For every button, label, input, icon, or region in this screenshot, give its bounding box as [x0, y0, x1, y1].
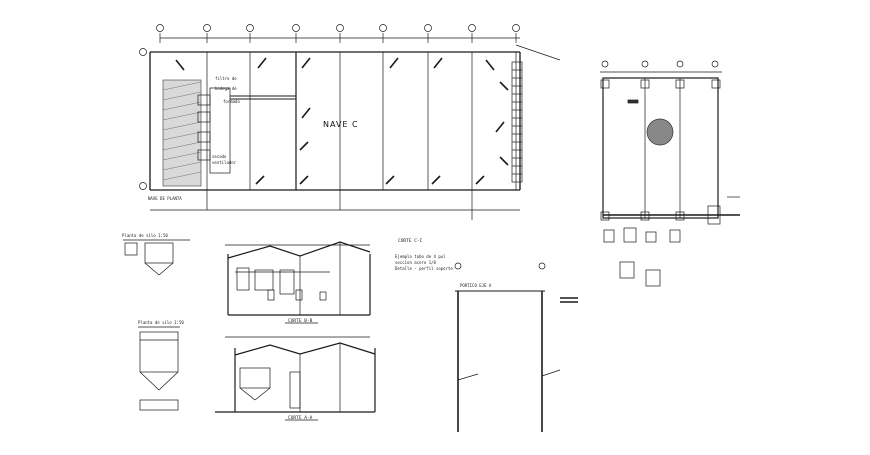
section-bb-label: CORTE B-B: [288, 318, 313, 324]
main-floor-plan: [139, 24, 561, 220]
portal-label: PORTICO EJE A: [460, 283, 492, 288]
plan-bottom-label: NAVE DE PLANTA: [148, 196, 182, 201]
stair-symbol: [511, 61, 523, 183]
portal-frame: [454, 262, 578, 432]
plan-note-4: secado: [212, 154, 227, 159]
section-b-b: [225, 241, 371, 324]
plan-title: NAVE C: [323, 120, 359, 129]
plan-note-5: ventilador: [212, 160, 237, 165]
grid-axis-bubbles: [139, 24, 520, 190]
section-aa-label: CORTE A-A: [288, 415, 313, 421]
plan-note-1: filtro de: [215, 76, 237, 81]
detail-silo-elevation: [138, 326, 180, 411]
note-line-2: seccion acero 1/8: [395, 260, 437, 265]
section-a-a: [215, 336, 376, 421]
secondary-plan: [600, 60, 740, 287]
note-line-1: Ejemplo tubo de 4 pul: [395, 254, 446, 259]
plan-note-2: bodega de: [215, 86, 237, 91]
plan-note-3: formado: [223, 99, 240, 104]
detail-label-1: Planta de silo 1:50: [122, 233, 168, 238]
detail-label-2: Planta de silo 1:50: [138, 320, 184, 325]
detail-silo-plan: [123, 239, 190, 276]
note-line-3: Detalle - perfil soporte: [395, 266, 453, 271]
section-cc-label: CORTE C-C: [398, 238, 423, 244]
